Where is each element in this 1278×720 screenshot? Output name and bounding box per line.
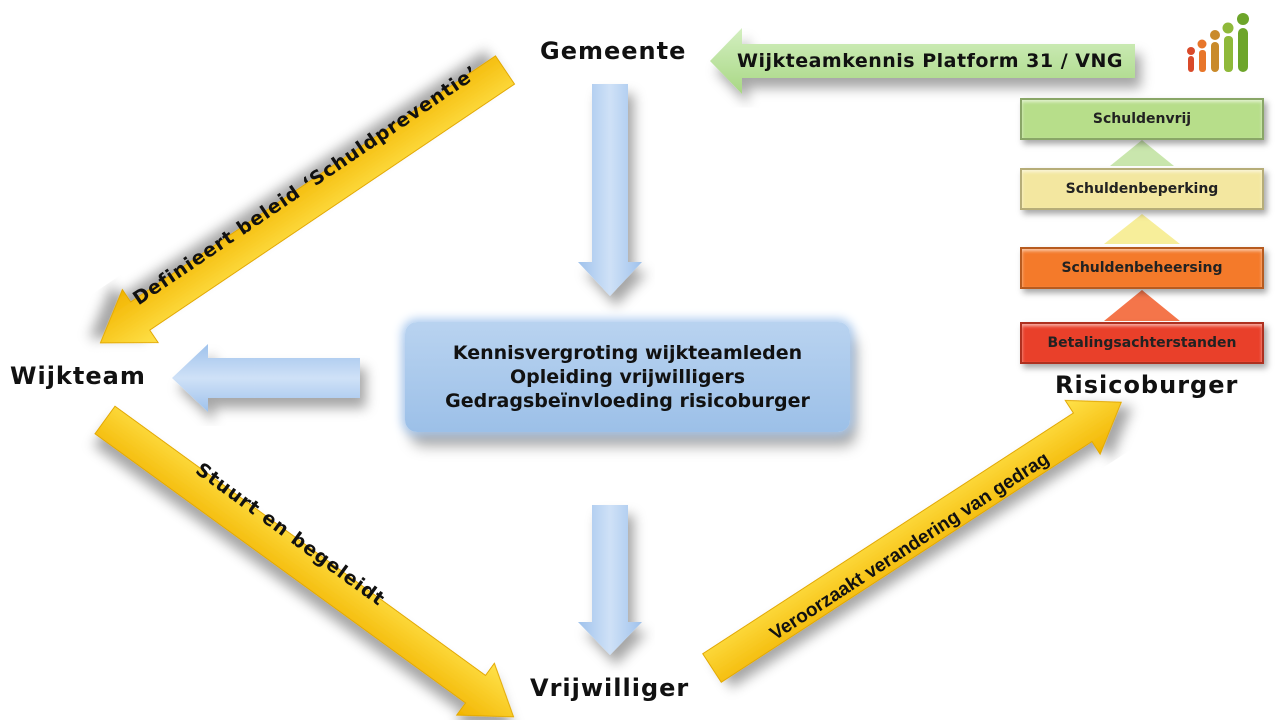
- risicoburger-node: Risicoburger: [1055, 371, 1239, 399]
- ladder-step-schuldenbeperking: Schuldenbeperking: [1020, 168, 1264, 210]
- ladder-step-schuldenvrij: Schuldenvrij: [1020, 98, 1264, 140]
- definieert-label: Definieert beleid ‘Schuldpreventie’: [129, 61, 483, 309]
- ladder-connector-3: [1104, 290, 1180, 321]
- ladder-step-betalingsachterstanden: Betalingsachterstanden: [1020, 322, 1264, 364]
- definieert-arrow: [99, 55, 516, 344]
- center-line-3: Gedragsbeïnvloeding risicoburger: [445, 390, 810, 412]
- stuurt-label: Stuurt en begeleidt: [191, 459, 389, 611]
- platform-label: Wijkteamkennis Platform 31 / VNG: [737, 50, 1123, 72]
- vrijwilliger-down-arrow: [578, 505, 642, 655]
- gemeente-node: Gemeente: [540, 37, 687, 65]
- platform-arrow: [710, 28, 1135, 94]
- wijkteam-left-arrow: [172, 344, 360, 412]
- gemeente-down-arrow: [578, 84, 642, 296]
- ladder-connector-2: [1104, 214, 1180, 244]
- stuurt-arrow: [94, 405, 515, 718]
- center-box: Kennisvergroting wijkteamleden Opleiding…: [405, 322, 850, 432]
- vrijwilliger-node: Vrijwilliger: [530, 674, 690, 702]
- logo-icon: [1187, 13, 1249, 72]
- center-line-1: Kennisvergroting wijkteamleden: [452, 342, 803, 364]
- wijkteam-node: Wijkteam: [10, 362, 146, 390]
- ladder-step-schuldenbeheersing: Schuldenbeheersing: [1020, 247, 1264, 289]
- ladder-connector-1: [1110, 140, 1174, 166]
- center-line-2: Opleiding vrijwilligers: [509, 366, 746, 388]
- veroorzaakt-arrow: [702, 399, 1123, 683]
- veroorzaakt-label: Veroorzaakt verandering van gedrag: [766, 448, 1053, 644]
